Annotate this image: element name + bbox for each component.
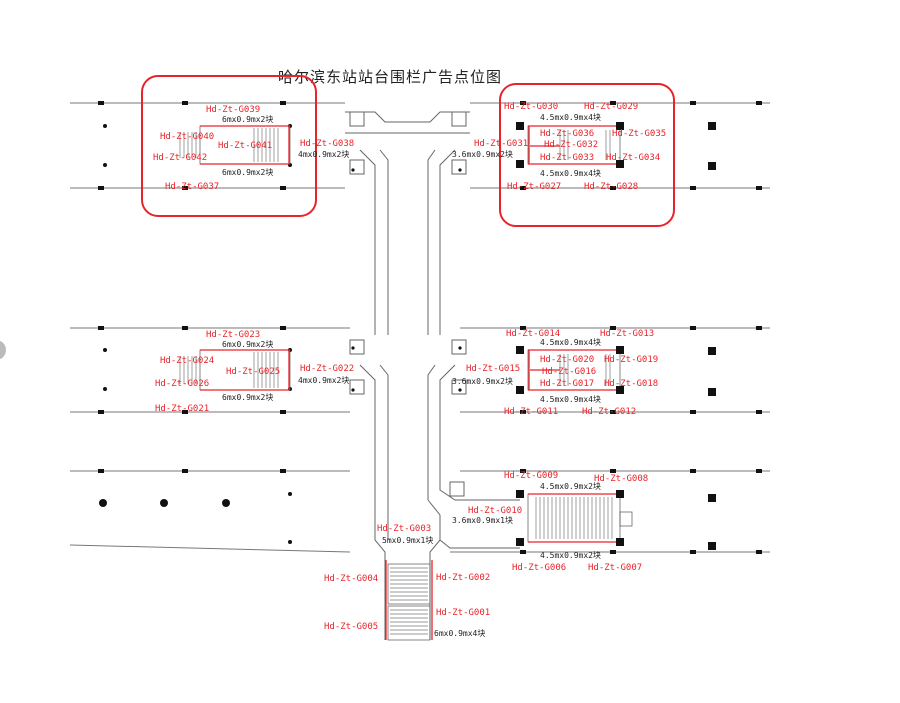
label-g019: Hd-Zt-G019 [604, 355, 658, 365]
dim-top-right-lower: 4.5mx0.9mx4块 [540, 168, 601, 178]
dim-top-right-upper: 4.5mx0.9mx4块 [540, 112, 601, 122]
label-g028: Hd-Zt-G028 [584, 182, 638, 192]
label-g025: Hd-Zt-G025 [226, 367, 280, 377]
label-g022: Hd-Zt-G022 [300, 364, 354, 374]
scroll-handle[interactable] [0, 340, 6, 360]
label-g042: Hd-Zt-G042 [153, 153, 207, 163]
label-g014: Hd-Zt-G014 [506, 329, 560, 339]
label-g029: Hd-Zt-G029 [584, 102, 638, 112]
highlight-boxes [141, 75, 675, 227]
label-g006: Hd-Zt-G006 [512, 563, 566, 573]
label-g026: Hd-Zt-G026 [155, 379, 209, 389]
dim-g038: 4mx0.9mx2块 [298, 149, 349, 159]
track-lines [69, 102, 770, 553]
label-g010: Hd-Zt-G010 [468, 506, 522, 516]
label-g016: Hd-Zt-G016 [542, 367, 596, 377]
label-g033: Hd-Zt-G033 [540, 153, 594, 163]
dim-top-left-lower: 6mx0.9mx2块 [222, 167, 273, 177]
highlight-box-left [141, 75, 317, 217]
label-g032: Hd-Zt-G032 [544, 140, 598, 150]
label-g008: Hd-Zt-G008 [594, 474, 648, 484]
dim-mid-right-lower: 4.5mx0.9mx4块 [540, 394, 601, 404]
label-g037: Hd-Zt-G037 [165, 182, 219, 192]
label-g034: Hd-Zt-G034 [606, 153, 660, 163]
highlight-box-right [499, 83, 675, 227]
label-g001: Hd-Zt-G001 [436, 608, 490, 618]
label-g017: Hd-Zt-G017 [540, 379, 594, 389]
dim-g010: 3.6mx0.9mx1块 [452, 515, 513, 525]
dimension-labels: 6mx0.9mx2块 6mx0.9mx2块 4mx0.9mx2块 4.5mx0.… [222, 112, 601, 638]
label-g013: Hd-Zt-G013 [600, 329, 654, 339]
label-g041: Hd-Zt-G041 [218, 141, 272, 151]
label-g002: Hd-Zt-G002 [436, 573, 490, 583]
label-g015: Hd-Zt-G015 [466, 364, 520, 374]
dim-g031: 3.6mx0.9mx2块 [452, 149, 513, 159]
label-g020: Hd-Zt-G020 [540, 355, 594, 365]
label-g005: Hd-Zt-G005 [324, 622, 378, 632]
label-g027: Hd-Zt-G027 [507, 182, 561, 192]
label-g024: Hd-Zt-G024 [160, 356, 214, 366]
dim-mid-left-upper: 6mx0.9mx2块 [222, 339, 273, 349]
label-g035: Hd-Zt-G035 [612, 129, 666, 139]
label-g004: Hd-Zt-G004 [324, 574, 378, 584]
dim-g022: 4mx0.9mx2块 [298, 375, 349, 385]
label-g012: Hd-Zt-G012 [582, 407, 636, 417]
label-g007: Hd-Zt-G007 [588, 563, 642, 573]
ad-fences [200, 125, 620, 640]
dim-bottom-right-upper: 4.5mx0.9mx2块 [540, 481, 601, 491]
label-g018: Hd-Zt-G018 [604, 379, 658, 389]
label-g003: Hd-Zt-G003 [377, 524, 431, 534]
dim-bottom-right-lower: 4.5mx0.9mx2块 [540, 550, 601, 560]
page-title: 哈尔滨东站站台围栏广告点位图 [278, 68, 503, 86]
dim-mid-right-upper: 4.5mx0.9mx4块 [540, 337, 601, 347]
stairs [179, 125, 633, 641]
dim-mid-left-lower: 6mx0.9mx2块 [222, 392, 273, 402]
dim-g003: 5mx0.9mx1块 [382, 535, 433, 545]
label-g009: Hd-Zt-G009 [504, 471, 558, 481]
label-g040: Hd-Zt-G040 [160, 132, 214, 142]
label-g023: Hd-Zt-G023 [206, 330, 260, 340]
label-g031: Hd-Zt-G031 [474, 139, 528, 149]
label-g036: Hd-Zt-G036 [540, 129, 594, 139]
label-g030: Hd-Zt-G030 [504, 102, 558, 112]
dim-bottom-stairs: 6mx0.9mx4块 [434, 628, 485, 638]
label-g038: Hd-Zt-G038 [300, 139, 354, 149]
label-g039: Hd-Zt-G039 [206, 105, 260, 115]
track-marks [98, 101, 762, 554]
label-g011: Hd-Zt-G011 [504, 407, 558, 417]
dim-g015: 3.6mx0.9mx2块 [452, 376, 513, 386]
position-labels: Hd-Zt-G039 Hd-Zt-G040 Hd-Zt-G041 Hd-Zt-G… [153, 102, 666, 632]
dim-top-left-upper: 6mx0.9mx2块 [222, 114, 273, 124]
label-g021: Hd-Zt-G021 [155, 404, 209, 414]
